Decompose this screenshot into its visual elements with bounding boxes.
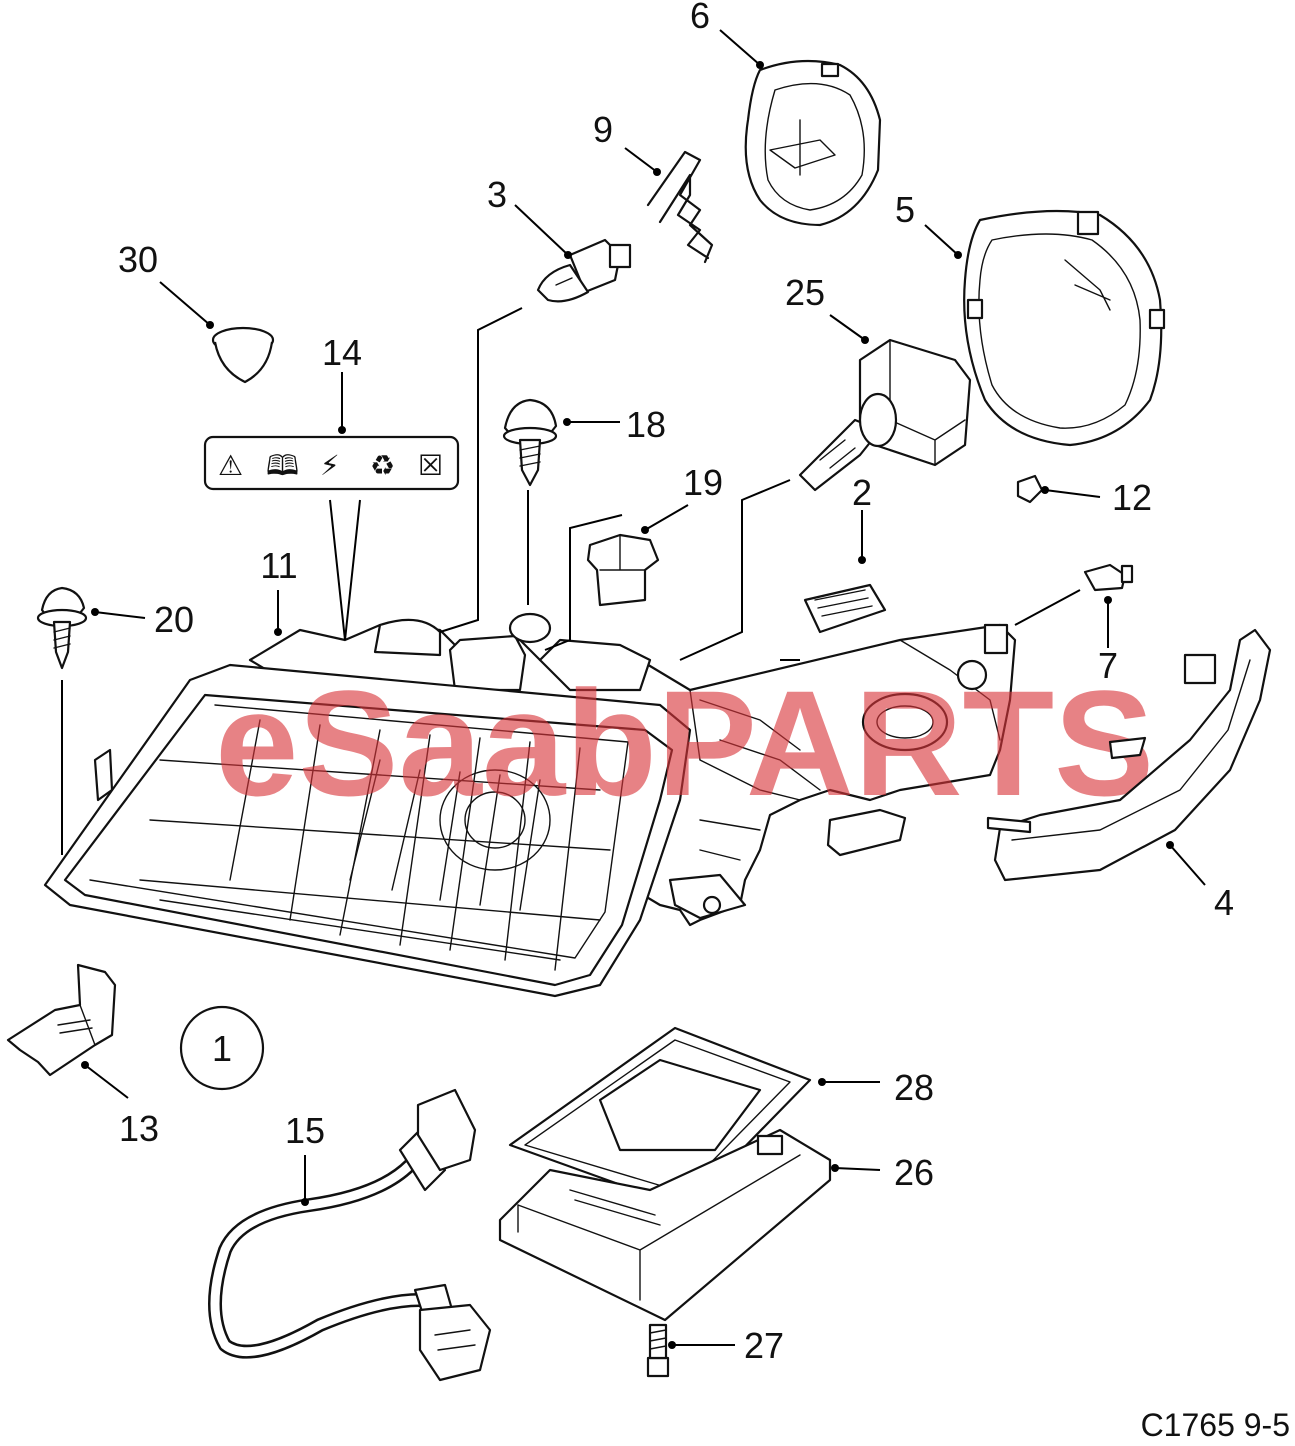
part-30-plug-cap <box>211 326 275 384</box>
callout-9: 9 <box>593 109 613 150</box>
callout-12: 12 <box>1112 477 1152 518</box>
callout-11: 11 <box>260 545 297 586</box>
callout-28: 28 <box>894 1067 934 1108</box>
part-27-screw <box>646 1323 670 1378</box>
high-voltage-icon: ⚡ <box>320 449 340 482</box>
part-2-label-plate <box>803 583 887 634</box>
callout-14: 14 <box>322 332 362 373</box>
callout-25: 25 <box>785 272 825 313</box>
part-18-screw <box>502 398 558 487</box>
callout-18: 18 <box>626 404 666 445</box>
callout-26: 26 <box>894 1152 934 1193</box>
part-19-bulb-socket <box>586 533 660 607</box>
part-14-warning-label: ⚠ 🕮 ⚡ ♻ ☒ <box>203 435 460 491</box>
part-15-wiring-harness <box>208 1088 492 1382</box>
callout-3: 3 <box>487 174 507 215</box>
figure-code: C1765 9-5 <box>1141 1407 1290 1443</box>
callout-19: 19 <box>683 462 723 503</box>
callout-5: 5 <box>895 189 915 230</box>
callout-15: 15 <box>285 1110 325 1151</box>
callout-4: 4 <box>1214 882 1234 923</box>
leader-lines <box>61 29 1206 1349</box>
no-bin-disposal-icon: ☒ <box>418 449 443 482</box>
callout-30: 30 <box>118 239 158 280</box>
part-26-ballast <box>498 1058 832 1322</box>
recycle-icon: ♻ <box>370 449 395 482</box>
warning-triangle-icon: ⚠ <box>218 449 243 482</box>
part-13-bracket <box>6 963 117 1077</box>
callout-20: 20 <box>154 599 194 640</box>
callout-2: 2 <box>852 472 872 513</box>
part-25-xenon-bulb <box>798 338 972 492</box>
part-4-side-trim <box>986 628 1272 882</box>
assembly-circle <box>179 1005 265 1091</box>
watermark-text: eSaabPARTS <box>215 659 1154 827</box>
headlamp-lens <box>43 663 692 998</box>
part-20-screw <box>36 586 88 670</box>
callout-1: 1 <box>212 1028 232 1069</box>
callout-27: 27 <box>744 1325 784 1366</box>
part-12-clip <box>1016 474 1044 504</box>
part-9-spring-clip <box>646 150 714 264</box>
part-3-halogen-bulb <box>536 238 632 303</box>
callout-13: 13 <box>119 1108 159 1149</box>
part-6-cover-ring <box>744 59 882 227</box>
callout-numbers: 1 2 3 4 5 6 7 9 11 12 13 14 15 18 19 20 … <box>118 0 1234 1366</box>
callout-6: 6 <box>690 0 710 36</box>
callout-7: 7 <box>1098 645 1118 686</box>
manual-info-icon: 🕮 <box>266 449 299 482</box>
part-5-large-cover <box>963 209 1166 447</box>
part-7-adjuster <box>1083 563 1134 592</box>
